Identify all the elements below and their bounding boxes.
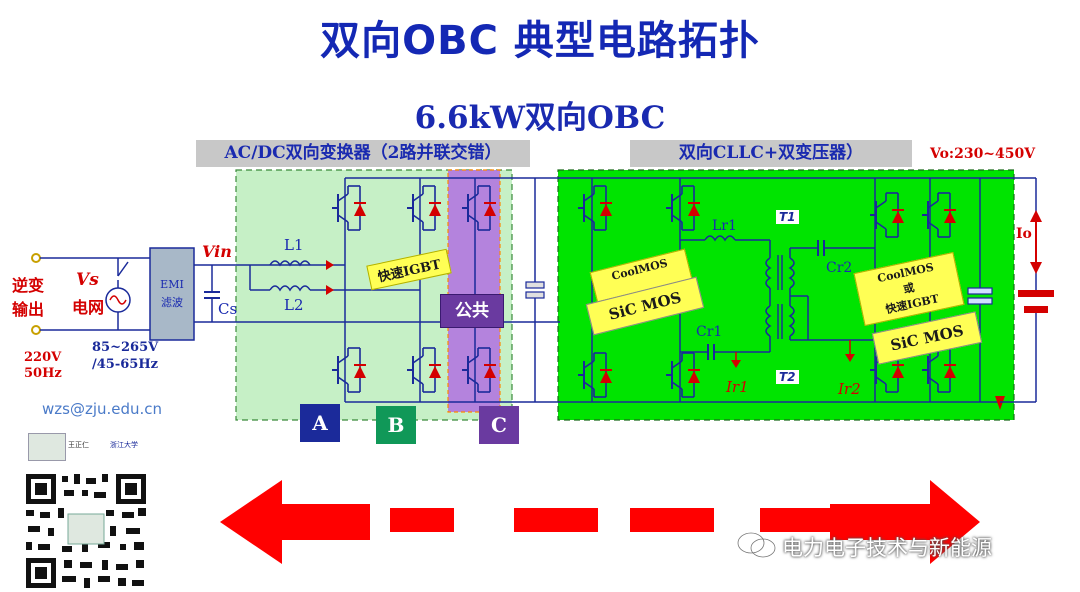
logo-name: 王正仁 bbox=[68, 441, 89, 449]
voltage-220-label: 220V bbox=[24, 350, 62, 365]
vs-label: Vs bbox=[76, 270, 99, 290]
cs-label: Cs bbox=[218, 300, 238, 318]
watermark-text: 电力电子技术与新能源 bbox=[782, 536, 992, 560]
vin-label: Vin bbox=[202, 242, 232, 261]
inverter-output-label-1: 逆变 bbox=[12, 276, 45, 295]
voltage-range-label: 85~265V bbox=[92, 340, 159, 355]
emi-label-2: 滤波 bbox=[161, 296, 183, 309]
t1-label: T1 bbox=[776, 210, 799, 224]
ir2-label: Ir2 bbox=[838, 380, 861, 398]
emi-label-1: EMI bbox=[160, 278, 184, 291]
io-label: Io bbox=[1016, 226, 1032, 242]
acdc-section-label: AC/DC双向变换器（2路并联交错） bbox=[196, 140, 530, 167]
lr1-label: Lr1 bbox=[712, 218, 737, 234]
grid-label: 电网 bbox=[72, 298, 105, 317]
arrow-left-head bbox=[220, 480, 370, 564]
university-logo-icon bbox=[28, 433, 66, 461]
arrow-dash-1 bbox=[390, 508, 454, 532]
bidirectional-power-arrow bbox=[220, 480, 980, 564]
output-voltage-label: Vo:230~450V bbox=[930, 146, 1036, 162]
page-subtitle: 6.6kW双向OBC bbox=[414, 100, 666, 136]
arrow-right-head bbox=[830, 480, 980, 564]
l2-label: L2 bbox=[284, 296, 304, 314]
freq-range-label: /45-65Hz bbox=[92, 357, 158, 372]
arrow-dash-4 bbox=[760, 508, 830, 532]
t2-label: T2 bbox=[776, 370, 799, 384]
wechat-icon bbox=[736, 530, 778, 560]
arrow-dash-2 bbox=[514, 508, 598, 532]
cllc-section-label: 双向CLLC+双变压器） bbox=[630, 140, 912, 167]
qr-code-icon bbox=[22, 470, 150, 592]
cr1-label: Cr1 bbox=[696, 324, 723, 340]
logo-university: 浙江大学 bbox=[110, 441, 138, 449]
leg-b-label: B bbox=[376, 406, 416, 444]
leg-a-label: A bbox=[300, 404, 340, 442]
ir1-label: Ir1 bbox=[726, 378, 749, 396]
cr2-label: Cr2 bbox=[826, 260, 853, 276]
page-title: 双向OBC 典型电路拓扑 bbox=[320, 18, 760, 64]
common-leg-badge: 公共 bbox=[440, 294, 504, 328]
author-email: wzs@zju.edu.cn bbox=[42, 400, 163, 418]
l1-label: L1 bbox=[284, 236, 304, 254]
leg-c-label: C bbox=[479, 406, 519, 444]
arrow-dash-3 bbox=[630, 508, 714, 532]
inverter-output-label-2: 输出 bbox=[12, 300, 45, 319]
freq-50-label: 50Hz bbox=[24, 366, 62, 381]
